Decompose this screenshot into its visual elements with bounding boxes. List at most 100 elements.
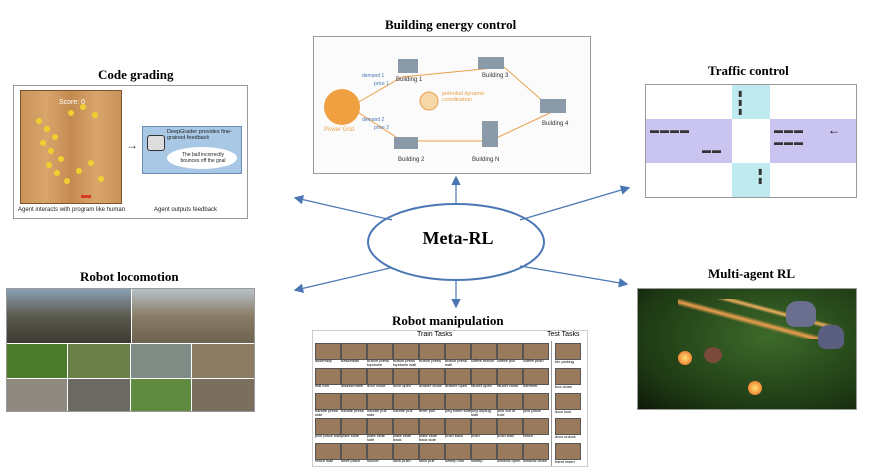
task-label: drawer close bbox=[419, 383, 442, 388]
robot-face-icon bbox=[147, 135, 165, 151]
task-label: button press bbox=[419, 358, 442, 363]
vehicles-west-2: ▬▬ bbox=[702, 145, 722, 155]
building-icons bbox=[394, 57, 566, 149]
task-label: stick push bbox=[393, 458, 411, 463]
test-task-thumbnail bbox=[555, 418, 581, 435]
code-grading-panel: Score: 0 → DeepGrader provides fine-grai… bbox=[13, 85, 248, 219]
task-thumbnail bbox=[445, 443, 471, 460]
task-label: coffee button bbox=[471, 358, 495, 363]
task-label: disassemble bbox=[341, 383, 364, 388]
task-thumbnail bbox=[393, 443, 419, 460]
price-1-label: price 1 bbox=[374, 81, 390, 87]
building-1-label: Building 1 bbox=[396, 77, 423, 83]
task-thumbnail bbox=[419, 368, 445, 385]
demand-1-label: demand 1 bbox=[362, 73, 385, 79]
task-label: handle press side bbox=[315, 408, 338, 417]
task-label: door close bbox=[367, 383, 386, 388]
loco-photo-1 bbox=[7, 289, 131, 343]
loco-photo-9 bbox=[131, 379, 191, 411]
task-label: button press topdown bbox=[367, 358, 390, 367]
task-thumbnail bbox=[315, 343, 341, 360]
arrow-to-code-grading bbox=[293, 194, 393, 221]
grader-bubble: The ball incorrectly bounces off the goa… bbox=[167, 147, 237, 169]
test-task-label: door unlock bbox=[555, 434, 576, 439]
loco-photo-5 bbox=[131, 344, 191, 378]
locomotion-panel bbox=[6, 288, 255, 412]
task-label: pick place bbox=[523, 408, 541, 413]
task-label: plate slide back bbox=[393, 433, 412, 442]
traffic-title: Traffic control bbox=[708, 63, 789, 78]
vehicles-north: ▮▮▮ bbox=[738, 89, 743, 116]
test-task-label: box close bbox=[555, 384, 572, 389]
task-label: handle pull bbox=[393, 408, 413, 413]
task-label: push back bbox=[445, 433, 464, 438]
task-label: basketball bbox=[341, 358, 360, 363]
loco-photo-4 bbox=[68, 344, 130, 378]
task-label: reach bbox=[523, 433, 534, 438]
task-thumbnail bbox=[315, 443, 341, 460]
task-label: drawer open bbox=[445, 383, 468, 388]
task-thumbnail bbox=[497, 343, 523, 360]
task-label: lever pull bbox=[419, 408, 436, 413]
task-label: handle press bbox=[341, 408, 364, 413]
task-thumbnail bbox=[315, 368, 341, 385]
task-thumbnail bbox=[471, 418, 497, 435]
grader-box: DeepGrader provides fine-grained feedbac… bbox=[142, 126, 242, 174]
test-task-thumbnail bbox=[555, 368, 581, 385]
building-network bbox=[324, 57, 566, 149]
building-3-label: Building 3 bbox=[482, 73, 509, 79]
task-thumbnail bbox=[471, 343, 497, 360]
grader-text-2: The ball incorrectly bounces off the goa… bbox=[180, 152, 226, 164]
price-2-label: price 2 bbox=[374, 125, 390, 131]
task-thumbnail bbox=[419, 418, 445, 435]
building-4-label: Building 4 bbox=[542, 121, 569, 127]
task-thumbnail bbox=[497, 393, 523, 410]
loco-photo-8 bbox=[68, 379, 130, 411]
task-thumbnail bbox=[367, 443, 393, 460]
train-tasks-header: Train Tasks bbox=[417, 331, 453, 338]
task-thumbnail bbox=[367, 343, 393, 360]
task-thumbnail bbox=[419, 393, 445, 410]
task-thumbnail bbox=[393, 418, 419, 435]
task-label: sweep into bbox=[445, 458, 465, 463]
locomotion-title: Robot locomotion bbox=[80, 269, 179, 284]
task-label: shelf place bbox=[341, 458, 361, 463]
task-thumbnail bbox=[471, 443, 497, 460]
task-label: plate slide bbox=[341, 433, 360, 438]
task-thumbnail bbox=[445, 368, 471, 385]
task-label: peg insert side bbox=[445, 408, 472, 413]
multiagent-title: Multi-agent RL bbox=[708, 266, 796, 281]
task-label: window open bbox=[497, 458, 521, 463]
building-2-label: Building 2 bbox=[398, 157, 425, 163]
task-thumbnail bbox=[445, 343, 471, 360]
arrow-to-traffic bbox=[519, 185, 631, 221]
task-thumbnail bbox=[497, 368, 523, 385]
task-thumbnail bbox=[393, 343, 419, 360]
task-label: pick out of hole bbox=[497, 408, 516, 417]
task-label: faucet close bbox=[497, 383, 519, 388]
unit-3 bbox=[704, 347, 722, 363]
vehicles-west: ▬▬▬▬ bbox=[650, 125, 690, 135]
task-thumbnail bbox=[471, 368, 497, 385]
task-label: hammer bbox=[523, 383, 538, 388]
task-label: coffee pull bbox=[497, 358, 516, 363]
vehicles-south: ▮▮ bbox=[758, 167, 763, 185]
task-label: push bbox=[471, 433, 480, 438]
vehicles-east: ▬▬▬ bbox=[774, 125, 804, 135]
loco-photo-2 bbox=[132, 289, 254, 343]
task-thumbnail bbox=[471, 393, 497, 410]
task-label: window close bbox=[523, 458, 547, 463]
task-thumbnail bbox=[393, 393, 419, 410]
task-label: reach wall bbox=[315, 458, 334, 463]
task-thumbnail bbox=[341, 443, 367, 460]
unit-1 bbox=[786, 301, 816, 327]
task-label: plate slide back side bbox=[419, 433, 438, 442]
task-thumbnail bbox=[393, 368, 419, 385]
task-thumbnail bbox=[341, 418, 367, 435]
caption-right: Agent outputs feedback bbox=[154, 207, 218, 213]
task-label: assembly bbox=[315, 358, 332, 363]
task-thumbnail bbox=[315, 418, 341, 435]
loco-photo-7 bbox=[7, 379, 67, 411]
coordination-label: potential dynamic coordination bbox=[442, 91, 485, 103]
